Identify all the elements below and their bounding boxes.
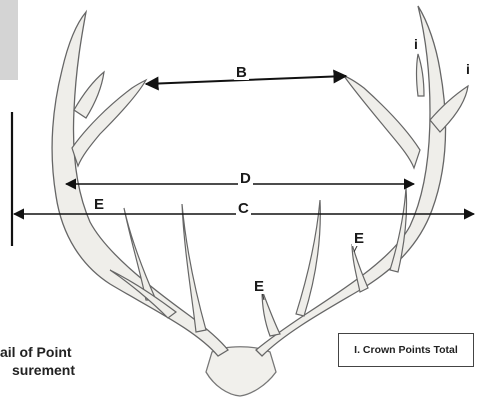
left-top-tine [74,72,104,118]
right-b-tine [344,76,420,168]
detail-caption-line-1: ail of Point [0,343,75,361]
right-inner-tine [296,200,320,316]
label-b: B [234,65,249,80]
corner-box [0,0,18,80]
label-i-upper: i [414,37,418,51]
crown-points-total-box: I. Crown Points Total [338,333,474,367]
crown-points-total-label: I. Crown Points Total [354,344,458,356]
label-e-right: E [352,231,366,246]
right-brow-tine [262,290,280,336]
detail-of-point-caption: ail of Point surement [0,343,75,379]
label-d: D [238,171,253,186]
detail-caption-line-2: surement [0,361,75,379]
left-b-tine [72,80,146,166]
label-e-left: E [92,197,106,212]
label-e-center: E [252,279,266,294]
label-c: C [236,201,251,216]
label-i-right: i [466,62,470,76]
right-tine-i [417,54,425,96]
